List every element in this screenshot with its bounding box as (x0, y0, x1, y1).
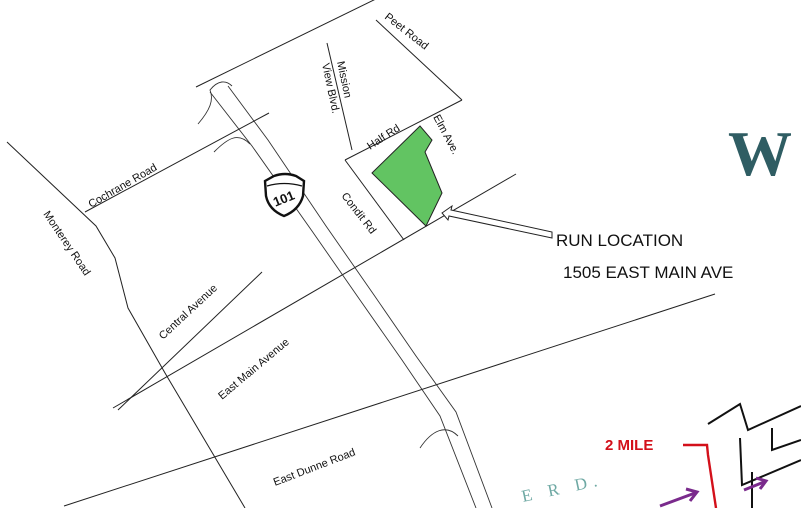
roads (6, 0, 716, 508)
callout-arrow (441, 204, 553, 239)
route-course-line-2 (771, 428, 801, 452)
interchange-north (197, 81, 233, 125)
label-east-dunne-road: East Dunne Road (272, 446, 357, 488)
route-arrows (659, 476, 769, 508)
label-east-main-avenue: East Main Avenue (216, 336, 291, 402)
road-monterey (6, 141, 246, 508)
route-road-partial: E R D. (520, 470, 605, 506)
route-course-line-3 (739, 437, 801, 487)
interchange-ramp (213, 137, 251, 153)
callout-address: 1505 EAST MAIN AVE (563, 263, 733, 282)
race-route-overlay: 2 MILE E R D. (520, 402, 801, 508)
brand-partial-letter: W (728, 118, 792, 189)
road-central (117, 271, 263, 411)
road-half (344, 99, 463, 161)
label-elm-ave: Elm Ave. (430, 113, 461, 157)
road-condit (344, 159, 405, 241)
route-course-line (707, 402, 801, 432)
run-location-site[interactable] (371, 125, 443, 227)
highway-101-shield: 101 (263, 172, 306, 218)
mile-marker-label: 2 MILE (605, 437, 653, 454)
callout-title: RUN LOCATION (556, 231, 683, 250)
label-cochrane-road: Cochrane Road (87, 162, 160, 211)
street-labels: Peet Road Mission View Blvd. Half Rd Elm… (41, 11, 462, 489)
mile-marker-pointer (683, 443, 718, 508)
road-cochrane (84, 112, 270, 213)
label-peet-road: Peet Road (382, 11, 430, 52)
label-half-rd: Half Rd (365, 122, 402, 152)
highway-101-west (209, 91, 477, 508)
road-peet (375, 19, 463, 101)
highway-101-east (227, 85, 493, 508)
label-central-avenue: Central Avenue (157, 282, 220, 342)
road-east-dunne (63, 293, 716, 507)
road-upper-diagonal (195, 0, 375, 88)
label-monterey-road: Monterey Road (41, 209, 93, 278)
interchange-south (419, 429, 459, 449)
road-mission-view (326, 42, 353, 151)
